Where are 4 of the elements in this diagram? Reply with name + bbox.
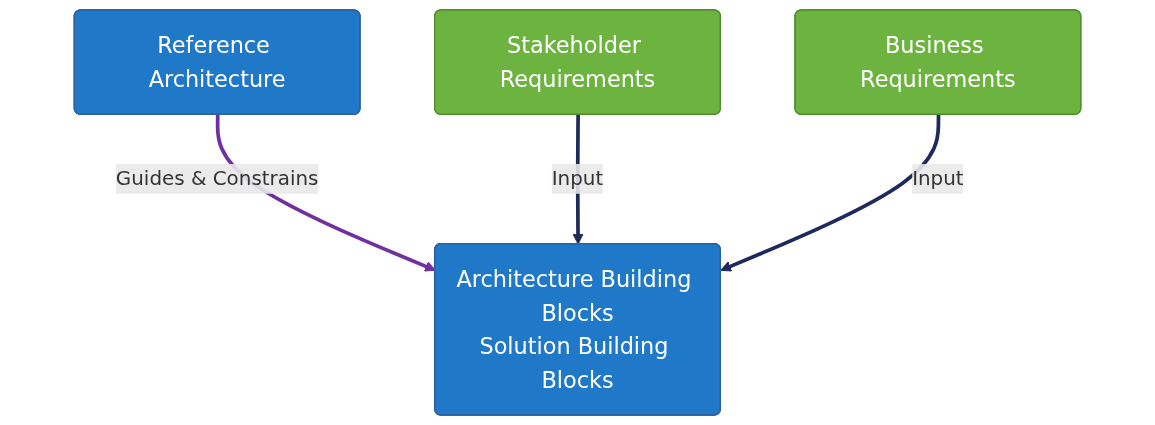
edge-label: Input (912, 166, 964, 191)
edge-label: Guides & Constrains (115, 166, 319, 191)
edge-label: Input (551, 166, 604, 191)
arrow (720, 114, 941, 272)
